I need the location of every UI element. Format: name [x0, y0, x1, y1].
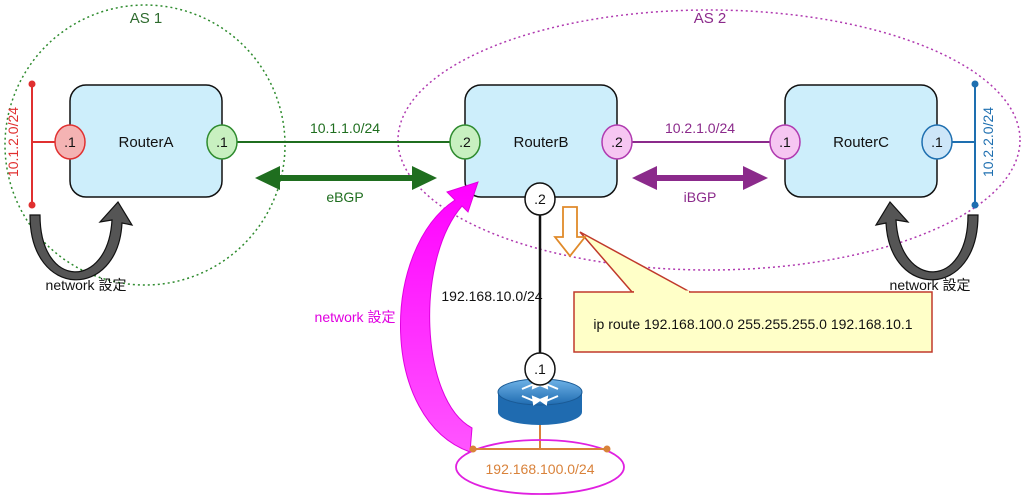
router-c-if-left: .1 [769, 124, 801, 160]
static-route-callout [573, 231, 933, 353]
ibgp-arrow [632, 166, 768, 190]
router-c-if-right: .1 [921, 124, 953, 160]
svg-text:.1: .1 [779, 134, 791, 150]
ibgp-label: iBGP [684, 189, 717, 205]
router-b-label: RouterB [513, 134, 568, 151]
ebgp-arrow [255, 166, 437, 190]
as2-boundary [397, 9, 1021, 271]
network-config-center-label: network 設定 [315, 309, 396, 325]
svg-text:.1: .1 [64, 134, 76, 150]
net-ab-label: 10.1.1.0/24 [310, 120, 380, 136]
network-config-c-label: network 設定 [890, 277, 971, 293]
svg-text:.1: .1 [534, 361, 546, 377]
as2-label: AS 2 [694, 10, 727, 27]
net-a-left-label: 10.1.2.0/24 [5, 107, 21, 177]
network-config-center-arrow [400, 181, 479, 453]
l3-switch-if: .1 [524, 352, 556, 386]
static-route-text: ip route 192.168.100.0 255.255.255.0 192… [593, 316, 912, 332]
network-config-arrow-c [874, 200, 979, 281]
router-b-if-bottom: .2 [524, 182, 556, 216]
lan-highlight [455, 439, 625, 495]
network-config-arrow-a [29, 200, 134, 281]
svg-text:.1: .1 [931, 134, 943, 150]
router-a-if-right: .1 [206, 124, 238, 160]
as1-label: AS 1 [130, 10, 163, 27]
ebgp-label: eBGP [326, 189, 363, 205]
net-b-down-label: 192.168.10.0/24 [441, 288, 542, 304]
router-c-label: RouterC [833, 134, 889, 151]
net-c-right-label: 10.2.2.0/24 [980, 107, 996, 177]
lan-label: 192.168.100.0/24 [486, 461, 595, 477]
svg-text:.2: .2 [534, 191, 546, 207]
l3-switch-icon [497, 378, 583, 425]
svg-text:.1: .1 [216, 134, 228, 150]
router-a-label: RouterA [118, 134, 173, 151]
static-route-down-arrow [553, 206, 587, 258]
router-b-if-right: .2 [601, 124, 633, 160]
router-b-if-left: .2 [449, 124, 481, 160]
network-config-a-label: network 設定 [46, 277, 127, 293]
router-a-if-left: .1 [54, 124, 86, 160]
net-bc-label: 10.2.1.0/24 [665, 120, 735, 136]
as1-boundary [4, 4, 286, 286]
svg-text:.2: .2 [459, 134, 471, 150]
svg-text:.2: .2 [611, 134, 623, 150]
